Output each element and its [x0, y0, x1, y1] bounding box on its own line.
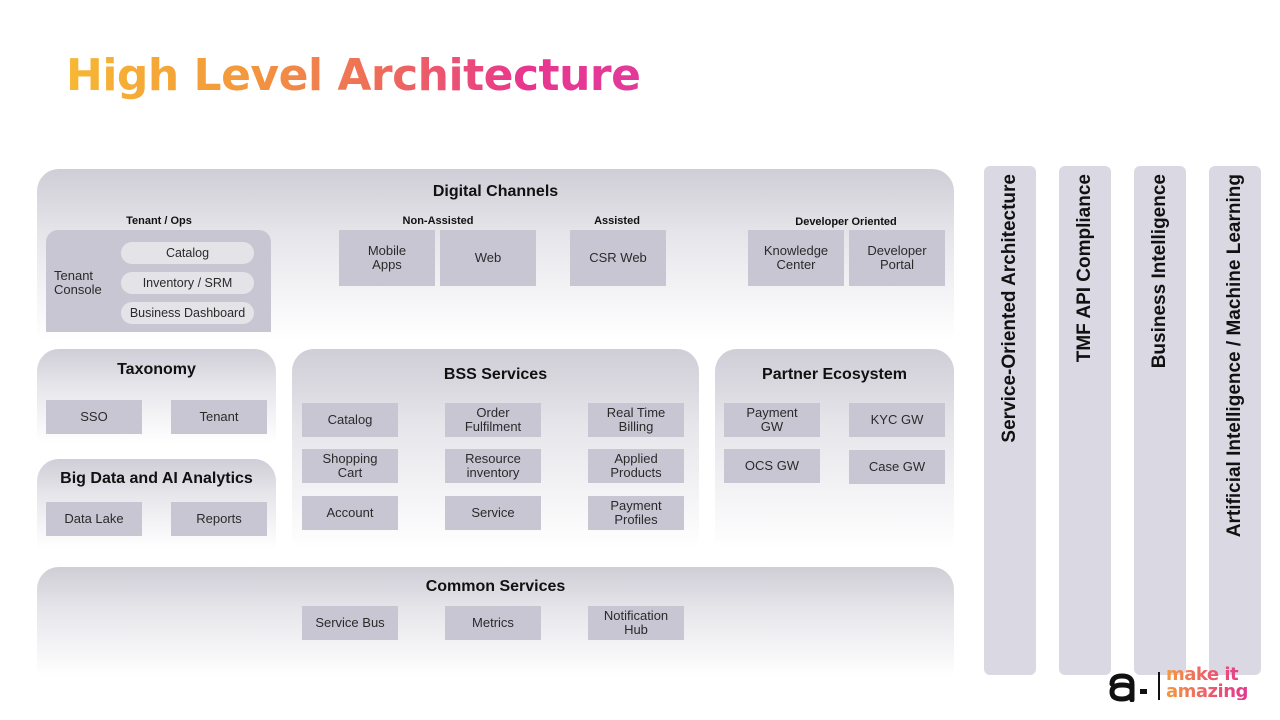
- mobile-apps-box: Mobile Apps: [339, 230, 435, 286]
- digital-channels-title: Digital Channels: [432, 183, 559, 200]
- pillar-soa-label: Service-Oriented Architecture: [999, 174, 1020, 443]
- bss-catalog-box: Catalog: [302, 403, 398, 437]
- pillar-business-intelligence: Business Intelligence: [1134, 166, 1186, 675]
- payment-profiles-box: Payment Profiles: [588, 496, 684, 530]
- payment-gw-box: Payment GW: [724, 403, 820, 437]
- pillar-ai-ml: Artificial Intelligence / Machine Learni…: [1209, 166, 1261, 675]
- metrics-box: Metrics: [445, 606, 541, 640]
- tenant-business-dashboard-pill: Business Dashboard: [121, 302, 254, 324]
- applied-products-box: Applied Products: [588, 449, 684, 483]
- partner-ecosystem-title: Partner Ecosystem: [762, 366, 907, 383]
- web-box: Web: [440, 230, 536, 286]
- brand-logo: make it amazing: [1108, 668, 1268, 712]
- pillar-business-intelligence-label: Business Intelligence: [1149, 174, 1170, 369]
- logo-wordmark: make it amazing: [1166, 666, 1248, 700]
- developer-portal-box: Developer Portal: [849, 230, 945, 286]
- bss-services-title: BSS Services: [443, 366, 548, 383]
- data-lake-box: Data Lake: [46, 502, 142, 536]
- service-bus-box: Service Bus: [302, 606, 398, 640]
- service-box: Service: [445, 496, 541, 530]
- resource-inventory-box: Resource inventory: [445, 449, 541, 483]
- tenant-ops-label: Tenant / Ops: [126, 215, 192, 227]
- logo-line-2: amazing: [1166, 681, 1248, 702]
- tenant-catalog-pill: Catalog: [121, 242, 254, 264]
- tenant-console-label: Tenant Console: [54, 268, 102, 297]
- ocs-gw-box: OCS GW: [724, 449, 820, 483]
- brand-mark-icon: [1109, 673, 1147, 702]
- kyc-gw-box: KYC GW: [849, 403, 945, 437]
- partner-ecosystem-panel: Partner Ecosystem: [715, 349, 954, 549]
- pillar-tmf-api-label: TMF API Compliance: [1074, 174, 1095, 363]
- pillar-tmf-api: TMF API Compliance: [1059, 166, 1111, 675]
- notification-hub-box: Notification Hub: [588, 606, 684, 640]
- tenant-console-group: Tenant Console Catalog Inventory / SRM B…: [46, 230, 271, 332]
- big-data-title: Big Data and AI Analytics: [60, 470, 253, 487]
- shopping-cart-box: Shopping Cart: [302, 449, 398, 483]
- non-assisted-label: Non-Assisted: [402, 215, 474, 227]
- page-title: High Level Architecture: [66, 50, 641, 101]
- tenant-box: Tenant: [171, 400, 267, 434]
- developer-oriented-label: Developer Oriented: [795, 216, 897, 228]
- logo-separator: [1158, 672, 1160, 700]
- case-gw-box: Case GW: [849, 450, 945, 484]
- taxonomy-title: Taxonomy: [117, 361, 196, 378]
- pillar-ai-ml-label: Artificial Intelligence / Machine Learni…: [1224, 174, 1245, 538]
- real-time-billing-box: Real Time Billing: [588, 403, 684, 437]
- tenant-inventory-srm-pill: Inventory / SRM: [121, 272, 254, 294]
- pillar-soa: Service-Oriented Architecture: [984, 166, 1036, 675]
- common-services-title: Common Services: [425, 578, 566, 595]
- reports-box: Reports: [171, 502, 267, 536]
- assisted-label: Assisted: [594, 215, 640, 227]
- order-fulfilment-box: Order Fulfilment: [445, 403, 541, 437]
- account-box: Account: [302, 496, 398, 530]
- sso-box: SSO: [46, 400, 142, 434]
- knowledge-center-box: Knowledge Center: [748, 230, 844, 286]
- csr-web-box: CSR Web: [570, 230, 666, 286]
